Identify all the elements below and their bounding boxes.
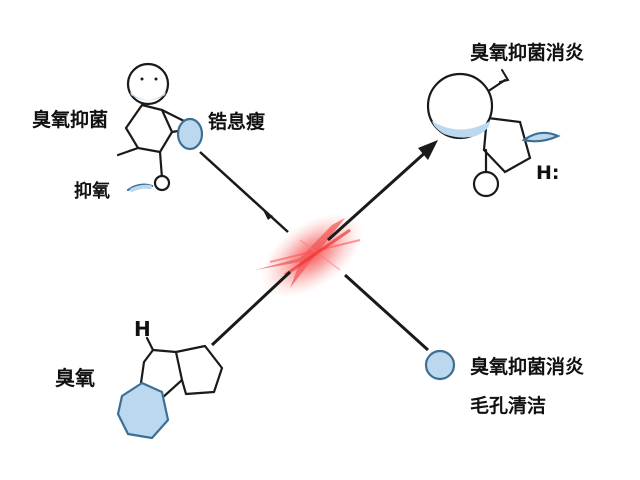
label-top-right-main: 臭氧抑菌消炎 xyxy=(470,42,585,64)
arrow-to-top-right xyxy=(326,140,438,242)
label-top-left-side: 锆息瘦 xyxy=(208,111,266,133)
line-from-top-left xyxy=(199,151,289,233)
top-right-molecule xyxy=(426,69,561,198)
label-top-right-h: H: xyxy=(536,162,560,184)
label-bottom-right-line1: 臭氧抑菌消炎 xyxy=(470,356,585,378)
bottom-left-molecule xyxy=(116,336,224,440)
label-bottom-right-line2: 毛孔清洁 xyxy=(470,395,547,417)
bottom-left-blue-ring xyxy=(116,381,170,440)
label-bottom-left-main: 臭氧 xyxy=(55,366,95,390)
top-right-blue-lobe xyxy=(521,131,561,143)
label-top-left-main: 臭氧抑菌 xyxy=(32,109,109,131)
bottom-right-blue-atom xyxy=(424,349,456,381)
top-right-large-atom xyxy=(426,72,494,140)
line-to-bottom-left xyxy=(210,270,292,347)
top-left-molecule xyxy=(116,62,204,192)
line-to-bottom-right xyxy=(343,273,430,352)
top-left-head-atom xyxy=(126,62,170,106)
top-left-small-atom xyxy=(153,174,171,192)
top-left-blue-atom xyxy=(176,117,204,151)
label-top-left-small: 抑氧 xyxy=(74,181,110,202)
top-right-small-atom xyxy=(472,170,500,198)
label-bottom-left-h: H xyxy=(134,317,151,341)
